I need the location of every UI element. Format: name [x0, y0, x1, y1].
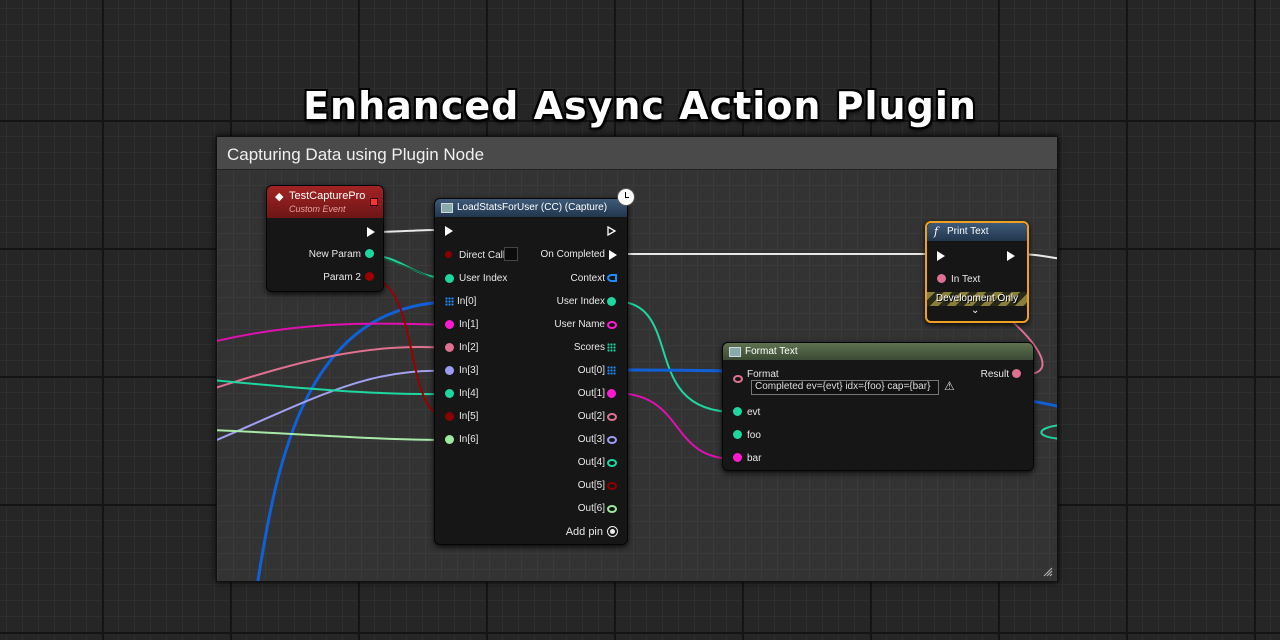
output-label-user-index: User Index [557, 296, 605, 307]
input-pin-in2[interactable] [445, 343, 454, 352]
print-exec-out-pin[interactable] [1007, 251, 1015, 261]
output-pin-user-index[interactable] [607, 297, 616, 306]
format-text-title: Format Text [745, 346, 798, 357]
output-label-on-completed: On Completed [541, 249, 605, 260]
event-node-header: ◆ TestCapturePro Custom Event [267, 186, 383, 218]
event-pin-new-param-label: New Param [309, 249, 361, 260]
direct-call-checkbox[interactable] [504, 247, 518, 261]
load-exec-out-pin[interactable] [607, 226, 617, 236]
add-pin-label: Add pin [566, 526, 603, 538]
input-pin-in5[interactable] [445, 412, 454, 421]
format-text-header: Format Text [723, 343, 1033, 360]
load-stats-node[interactable]: LoadStatsForUser (CC) (Capture) Direct C… [434, 198, 628, 545]
input-label-in0: In[0] [457, 296, 476, 307]
format-value-field[interactable]: Completed ev={evt} idx={foo} cap={bar} [751, 380, 939, 395]
format-label-result: Result [981, 369, 1009, 380]
wire-right-teal [1041, 425, 1057, 439]
print-text-node[interactable]: f Print Text In Text Development Only ⌄ [925, 221, 1029, 323]
resize-handle-icon[interactable] [1043, 567, 1053, 577]
comment-box[interactable]: Capturing Data using Plugin Node [216, 136, 1058, 582]
add-pin-icon[interactable] [607, 526, 618, 537]
output-label-user-name: User Name [554, 319, 605, 330]
output-label-out2: Out[2] [578, 411, 605, 422]
print-exec-in-pin[interactable] [937, 251, 945, 261]
output-pin-out0[interactable] [607, 366, 616, 375]
wire-in6 [217, 430, 447, 440]
input-label-in2: In[2] [459, 342, 478, 353]
print-label-in-text: In Text [951, 274, 980, 285]
event-node-testcapturepro[interactable]: ◆ TestCapturePro Custom Event New Param … [266, 185, 384, 292]
output-pin-out3[interactable] [607, 436, 617, 444]
input-pin-user-index[interactable] [445, 274, 454, 283]
wire-bar [614, 393, 735, 459]
input-label-in6: In[6] [459, 434, 478, 445]
input-label-in1: In[1] [459, 319, 478, 330]
output-pin-out1[interactable] [607, 389, 616, 398]
output-pin-scores[interactable] [607, 343, 616, 352]
delegate-pin-icon[interactable] [370, 198, 378, 206]
format-pin-evt[interactable] [733, 407, 742, 416]
development-only-label: Development Only [927, 293, 1027, 304]
load-exec-in-pin[interactable] [445, 226, 453, 236]
expand-chevron-icon[interactable]: ⌄ [971, 305, 979, 316]
print-text-title: Print Text [947, 226, 989, 237]
print-pin-in-text[interactable] [937, 274, 946, 283]
format-label-bar: bar [747, 453, 761, 464]
load-stats-header: LoadStatsForUser (CC) (Capture) [435, 199, 627, 217]
event-pin-param2-label: Param 2 [323, 272, 361, 283]
output-pin-on-completed[interactable] [609, 250, 617, 260]
function-f-icon: f [934, 225, 938, 238]
latent-clock-icon [617, 188, 635, 206]
output-label-out5: Out[5] [578, 480, 605, 491]
output-pin-out2[interactable] [607, 413, 617, 421]
format-label-foo: foo [747, 430, 761, 441]
input-pin-in3[interactable] [445, 366, 454, 375]
output-pin-user-name[interactable] [607, 321, 617, 329]
warning-icon: ⚠ [944, 379, 955, 393]
output-pin-context[interactable] [607, 274, 617, 282]
input-pin-direct-call[interactable] [445, 251, 452, 258]
output-label-scores: Scores [574, 342, 605, 353]
wire-in0 [257, 302, 447, 581]
output-label-out3: Out[3] [578, 434, 605, 445]
print-text-header: f Print Text [927, 223, 1027, 241]
development-only-banner: Development Only [927, 292, 1027, 306]
output-pin-out6[interactable] [607, 505, 617, 513]
output-pin-out5[interactable] [607, 482, 617, 490]
format-label-format: Format [747, 369, 779, 380]
format-pin-result[interactable] [1012, 369, 1021, 378]
event-node-subtitle: Custom Event [289, 204, 346, 214]
format-pin-foo[interactable] [733, 430, 742, 439]
wire-in1 [217, 324, 447, 342]
format-pin-format[interactable] [733, 375, 743, 383]
input-pin-in0[interactable] [445, 297, 454, 306]
input-label-in5: In[5] [459, 411, 478, 422]
input-label-in4: In[4] [459, 388, 478, 399]
function-icon [441, 203, 453, 213]
output-label-out1: Out[1] [578, 388, 605, 399]
output-pin-out4[interactable] [607, 459, 617, 467]
format-label-evt: evt [747, 407, 760, 418]
format-pin-bar[interactable] [733, 453, 742, 462]
format-text-node[interactable]: Format Text Format Completed ev={evt} id… [722, 342, 1034, 471]
event-pin-param2[interactable] [365, 272, 374, 281]
input-label-direct-call: Direct Call [459, 250, 505, 261]
format-value-text: Completed ev={evt} idx={foo} cap={bar} [755, 381, 930, 392]
event-exec-out-pin[interactable] [367, 227, 375, 237]
output-label-out4: Out[4] [578, 457, 605, 468]
input-pin-in4[interactable] [445, 389, 454, 398]
output-label-out6: Out[6] [578, 503, 605, 514]
event-node-title: TestCapturePro [289, 190, 365, 202]
banner-title: Enhanced Async Action Plugin [0, 84, 1280, 128]
input-label-in3: In[3] [459, 365, 478, 376]
function-icon-format [729, 347, 741, 357]
input-pin-in6[interactable] [445, 435, 454, 444]
input-label-user-index: User Index [459, 273, 507, 284]
event-pin-new-param[interactable] [365, 249, 374, 258]
output-label-out0: Out[0] [578, 365, 605, 376]
output-label-context: Context [571, 273, 605, 284]
load-stats-title: LoadStatsForUser (CC) (Capture) [457, 202, 607, 213]
input-pin-in1[interactable] [445, 320, 454, 329]
event-diamond-icon: ◆ [275, 190, 283, 203]
